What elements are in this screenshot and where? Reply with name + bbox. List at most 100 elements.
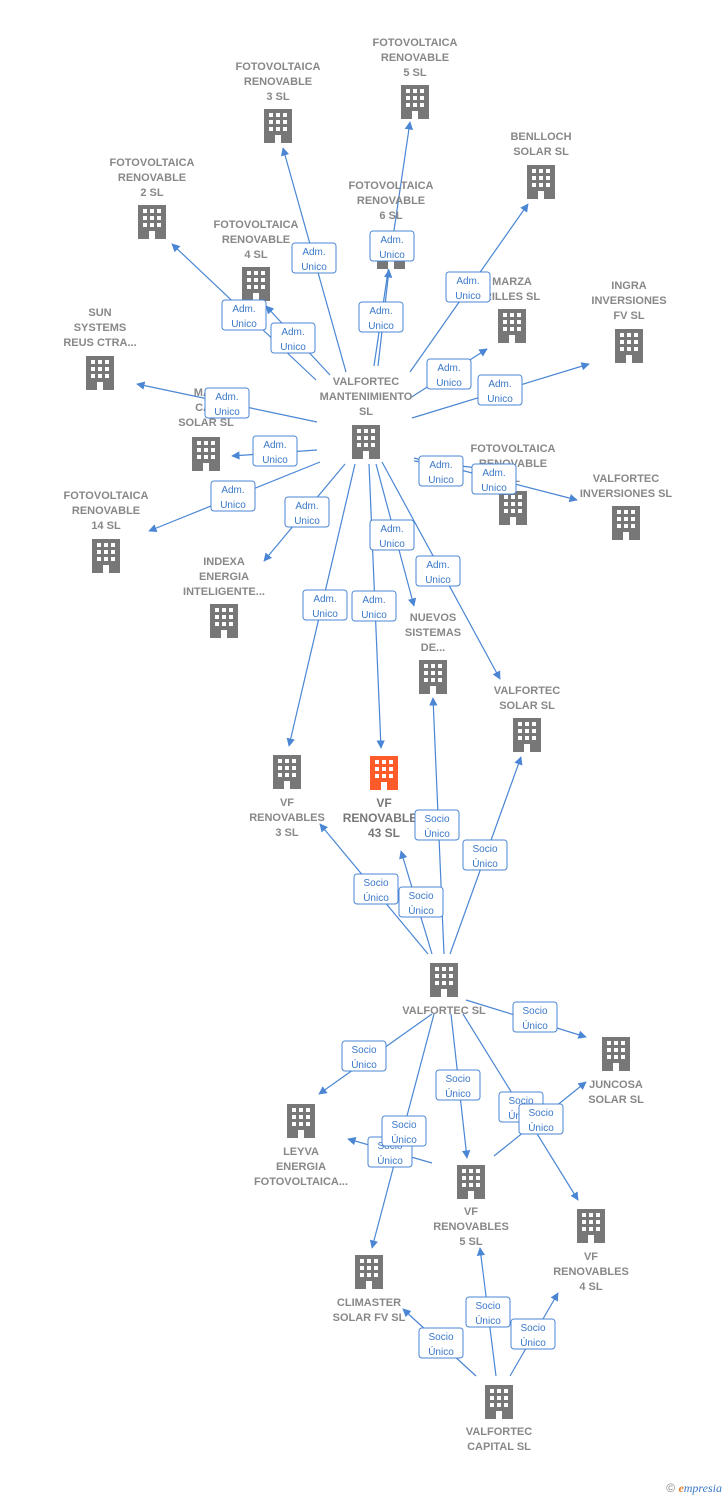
- node-label-line: ENERGIA: [276, 1161, 326, 1173]
- building-icon: [602, 1037, 630, 1071]
- edge-label-text: Adm.: [313, 594, 336, 605]
- edge-label-valfortec_mant-to-sun[interactable]: Adm.Unico: [204, 387, 250, 419]
- edge-label-valfortec_mant-to-fv3[interactable]: Adm.Unico: [291, 242, 337, 274]
- node-label-line: 2 SL: [140, 187, 164, 199]
- node-label-line: DE...: [421, 642, 445, 654]
- node-label-line: 14 SL: [91, 520, 121, 532]
- edge-label-text: Único: [428, 1345, 454, 1358]
- node-label-line: 5 SL: [459, 1236, 483, 1248]
- edge-label-valfortec_mant-to-fv4[interactable]: Adm.Unico: [270, 322, 316, 354]
- edge-label-valfortec_mant-to-vf3[interactable]: Adm. Unico: [302, 589, 348, 621]
- node-label-line: INDEXA: [203, 556, 245, 568]
- node-label-line: INGRA: [611, 280, 647, 292]
- edge-label-valfortec_mant-to-mas[interactable]: Adm.Unico: [252, 435, 298, 467]
- edge-label-valfortec_mant-to-indexa[interactable]: Adm.Unico: [284, 496, 330, 528]
- edge-label-text: Socio: [351, 1045, 376, 1056]
- edge-label-text: Único: [522, 1019, 548, 1032]
- node-label-line: 5 SL: [403, 67, 427, 79]
- edge-label-text: Adm.: [426, 560, 449, 571]
- node-label-line: MARZA: [492, 276, 532, 288]
- edge-label-text: Unico: [312, 609, 338, 620]
- node-nuevos[interactable]: NUEVOSSISTEMASDE...: [405, 612, 461, 694]
- edge-label-valfortec_mant-to-nuevos[interactable]: Adm.Unico: [369, 519, 415, 551]
- edge-label-text: Unico: [436, 378, 462, 389]
- node-indexa[interactable]: INDEXAENERGIAINTELIGENTE...: [183, 556, 265, 638]
- edge-label-valfortec_mant-to-fv6[interactable]: Adm.Unico: [358, 301, 404, 333]
- edge-label-box: [426, 358, 472, 390]
- edge-label-text: Unico: [262, 455, 288, 466]
- edge-label-text: Socio: [424, 814, 449, 825]
- node-label-line: SUN: [88, 307, 111, 319]
- edge-label-valfortec_mant-to-vf43[interactable]: Adm.Unico: [351, 590, 397, 622]
- building-icon: [86, 356, 114, 390]
- edge-label-valfortec_mant-to-fv5[interactable]: Adm.Unico: [369, 230, 415, 262]
- node-label-line: 3 SL: [266, 91, 290, 103]
- edge-label-box: [284, 496, 330, 528]
- node-label-line: 6 SL: [379, 210, 403, 222]
- edge-label-box: [204, 387, 250, 419]
- edge-label-text: Socio: [508, 1096, 533, 1107]
- node-label-line: VALFORTEC: [593, 473, 659, 485]
- edge-label-text: Único: [391, 1133, 417, 1146]
- edge-label-valfortec_mant-to-marza[interactable]: Adm.Unico: [426, 358, 472, 390]
- building-icon: [242, 267, 270, 301]
- edge-label-valfortec_mant-to-valfortec_inv[interactable]: Adm.Unico: [471, 463, 517, 495]
- edge-label-box: [462, 839, 508, 871]
- node-label-line: RENOVABLE: [222, 234, 290, 246]
- node-label-line: VALFORTEC SL: [402, 1005, 486, 1017]
- building-icon: [138, 205, 166, 239]
- edge-label-valfortec_mant-to-fv14[interactable]: Adm.Unico: [210, 480, 256, 512]
- edge-label-valfortec_mant-to-ingra[interactable]: Adm.Unico: [477, 374, 523, 406]
- node-label-line: SYSTEMS: [74, 322, 127, 334]
- node-label-line: MANTENIMIENTO: [320, 391, 413, 403]
- edge-label-box: [415, 555, 461, 587]
- node-leyva[interactable]: LEYVAENERGIAFOTOVOLTAICA...: [254, 1104, 348, 1188]
- edge-labels-layer: Adm.UnicoAdm.UnicoAdm.UnicoAdm.UnicoAdm.…: [204, 230, 564, 1359]
- footer-brand[interactable]: © empresia: [666, 1481, 722, 1496]
- edge-label-valfortec_mant-to-fv2[interactable]: Adm.Unico: [221, 299, 267, 331]
- node-valfortec[interactable]: VALFORTEC SL: [402, 963, 486, 1017]
- edge-label-text: Único: [363, 891, 389, 904]
- edge-label-valfortec_mant-to-valfortec_solar[interactable]: Adm.Unico: [415, 555, 461, 587]
- edge-label-text: Adm.: [215, 392, 238, 403]
- building-icon: [498, 309, 526, 343]
- edge-label-valfortec_mant-to-fvr[interactable]: Adm.Unico: [418, 455, 464, 487]
- edge-label-text: Unico: [379, 539, 405, 550]
- building-icon: [210, 604, 238, 638]
- edge-label-valfortec_mant-to-benlloch[interactable]: Adm.Unico: [445, 271, 491, 303]
- edge-label-box: [210, 480, 256, 512]
- edge-label-box: [510, 1318, 556, 1350]
